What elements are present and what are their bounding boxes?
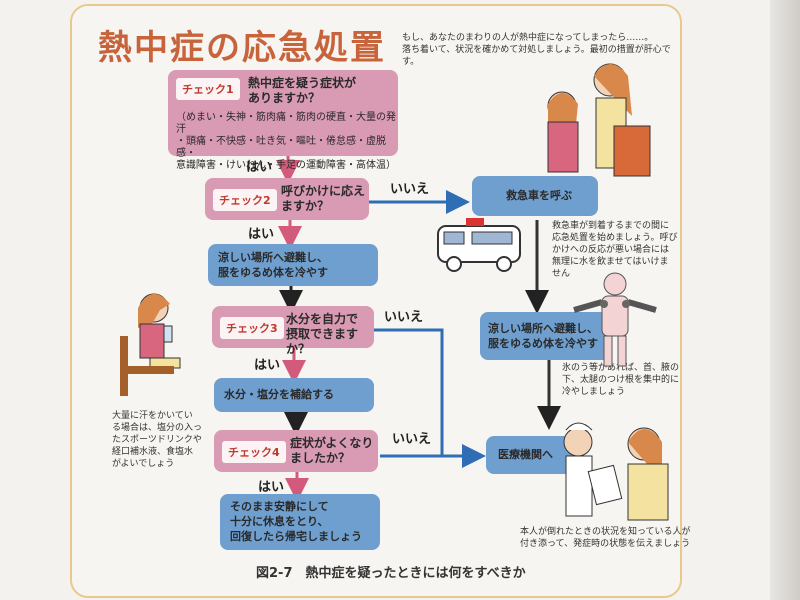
check-3-box: チェック3 水分を自力で 摂取できますか？ [212, 306, 374, 356]
hospital-text: 医療機関へ [498, 448, 553, 461]
question-line: 熱中症を疑う症状が [248, 76, 357, 90]
note-line: せん [552, 269, 571, 279]
cool-down-text: 涼しい場所へ避難し、 服をゆるめ体を冷やす [218, 250, 328, 280]
yes-label-1: はい [246, 160, 273, 175]
check-1-box: チェック1 熱中症を疑う症状が ありますか？ （めまい・失神・筋肉痛・筋肉の硬直… [168, 70, 398, 171]
note-line: る場合は、塩分の入っ [112, 423, 203, 433]
note-line: 救急車が到着するまでの間に [552, 221, 670, 231]
note-line: 無理に水を飲ませてはいけま [552, 257, 669, 267]
sweat-note: 大量に汗をかいてい る場合は、塩分の入っ たスポーツドリンクや 経口補水液、食塩… [112, 410, 212, 470]
symptom-line: （めまい・失神・筋肉痛・筋肉の硬直・大量の発汗 [176, 112, 396, 135]
ambulance-box: 救急車を呼ぶ [472, 176, 598, 216]
girl-drinking-illustration [120, 293, 181, 396]
action-line: 服をゆるめ体を冷やす [218, 266, 328, 279]
question-line: ましたか？ [290, 451, 351, 465]
body-cooling-illustration [573, 272, 657, 367]
action-line: そのまま安静にして [230, 500, 329, 513]
note-line: たスポーツドリンクや [112, 435, 202, 445]
note-line: 付き添って、発症時の状態を伝えましょう [520, 539, 691, 549]
yes-label-3: はい [254, 358, 281, 373]
symptom-line: 意識障害・けいれん・手足の運動障害・高体温） [176, 160, 396, 171]
note-line: がよいでしょう [112, 459, 175, 469]
check-3-question: 水分を自力で 摂取できますか？ [286, 312, 374, 357]
check-2-question: 呼びかけに応え ますか？ [281, 184, 365, 214]
hydrate-box: 水分・塩分を補給する [214, 378, 374, 412]
check-1-symptoms: （めまい・失神・筋肉痛・筋肉の硬直・大量の発汗 ・頭痛・不快感・吐き気・嘔吐・倦… [176, 112, 398, 172]
cool-down-box: 涼しい場所へ避難し、 服をゆるめ体を冷やす [208, 244, 378, 286]
question-line: 症状がよくなり [290, 436, 374, 450]
ambulance-illustration [437, 218, 521, 272]
action-line: 涼しい場所へ避難し、 [218, 251, 328, 264]
question-line: ありますか？ [248, 91, 321, 105]
rest-text: そのまま安静にして 十分に休息をとり、 回復したら帰宅しましょう [230, 499, 362, 544]
no-arrow-3 [374, 328, 444, 456]
cool-down-right-text: 涼しい場所へ避難し、 服をゆるめ体を冷やす [488, 321, 598, 351]
check-1-question: 熱中症を疑う症状が ありますか？ [248, 76, 356, 106]
symptom-line: ・頭痛・不快感・吐き気・嘔吐・倦怠感・虚脱感・ [176, 136, 386, 159]
page-title: 熱中症の応急処置 [98, 28, 386, 68]
ice-note: 氷のう等があれば、首、腋の 下、太腿のつけ根を集中的に 冷やしましょう [562, 362, 692, 398]
hospital-box: 医療機関へ [486, 436, 572, 474]
check-3-tag: チェック3 [220, 317, 284, 339]
figure-caption: 図2-7 熱中症を疑ったときには何をすべきか [256, 566, 526, 581]
note-line: 応急処置を始めましょう。呼び [552, 233, 678, 243]
check-2-box: チェック2 呼びかけに応え ますか？ [205, 178, 369, 220]
question-line: 呼びかけに応え [281, 184, 366, 198]
intro-line: 落ち着いて、状況を確かめて対処しましょう。最初の措置が肝心です。 [402, 45, 671, 67]
check-4-tag: チェック4 [222, 441, 286, 463]
note-line: 経口補水液、食塩水 [112, 447, 194, 457]
hydrate-text: 水分・塩分を補給する [224, 388, 334, 401]
action-line: 服をゆるめ体を冷やす [488, 337, 598, 350]
page-edge [770, 0, 800, 600]
action-line: 涼しい場所へ避難し、 [488, 322, 598, 335]
note-line: 氷のう等があれば、首、腋の [562, 363, 680, 373]
intro-line: もし、あなたのまわりの人が熱中症になってしまったら……。 [402, 33, 654, 43]
question-line: 摂取できますか？ [286, 327, 359, 356]
note-line: 大量に汗をかいてい [112, 411, 193, 421]
helper-and-girl-illustration [547, 63, 651, 177]
question-line: 水分を自力で [286, 312, 359, 326]
intro-text: もし、あなたのまわりの人が熱中症になってしまったら……。 落ち着いて、状況を確か… [402, 32, 672, 68]
action-line: 回復したら帰宅しましょう [230, 530, 362, 543]
ambulance-note: 救急車が到着するまでの間に 応急処置を始めましょう。呼び かけへの反応が悪い場合… [552, 220, 682, 280]
action-line: 十分に休息をとり、 [230, 515, 329, 528]
note-line: かけへの反応が悪い場合には [552, 245, 670, 255]
check-2-tag: チェック2 [213, 189, 277, 211]
check-4-box: チェック4 症状がよくなり ましたか？ [214, 430, 378, 472]
ambulance-text: 救急車を呼ぶ [506, 189, 572, 202]
check-1-tag: チェック1 [176, 78, 240, 100]
check-4-question: 症状がよくなり ましたか？ [290, 436, 373, 466]
no-label-4: いいえ [392, 432, 432, 447]
rest-box: そのまま安静にして 十分に休息をとり、 回復したら帰宅しましょう [220, 494, 380, 550]
no-label-3: いいえ [384, 310, 424, 325]
note-line: 冷やしましょう [562, 387, 626, 397]
note-line: 本人が倒れたときの状況を知っている人が [520, 527, 691, 537]
no-label-2: いいえ [390, 182, 430, 197]
cool-down-right-box: 涼しい場所へ避難し、 服をゆるめ体を冷やす [480, 312, 610, 360]
note-line: 下、太腿のつけ根を集中的に [562, 375, 680, 385]
hospital-note: 本人が倒れたときの状況を知っている人が 付き添って、発症時の状態を伝えましょう [520, 526, 720, 550]
nurse-and-companion-illustration [563, 422, 669, 521]
yes-label-4: はい [258, 480, 285, 495]
question-line: ますか？ [281, 199, 330, 213]
yes-label-2: はい [248, 227, 275, 242]
